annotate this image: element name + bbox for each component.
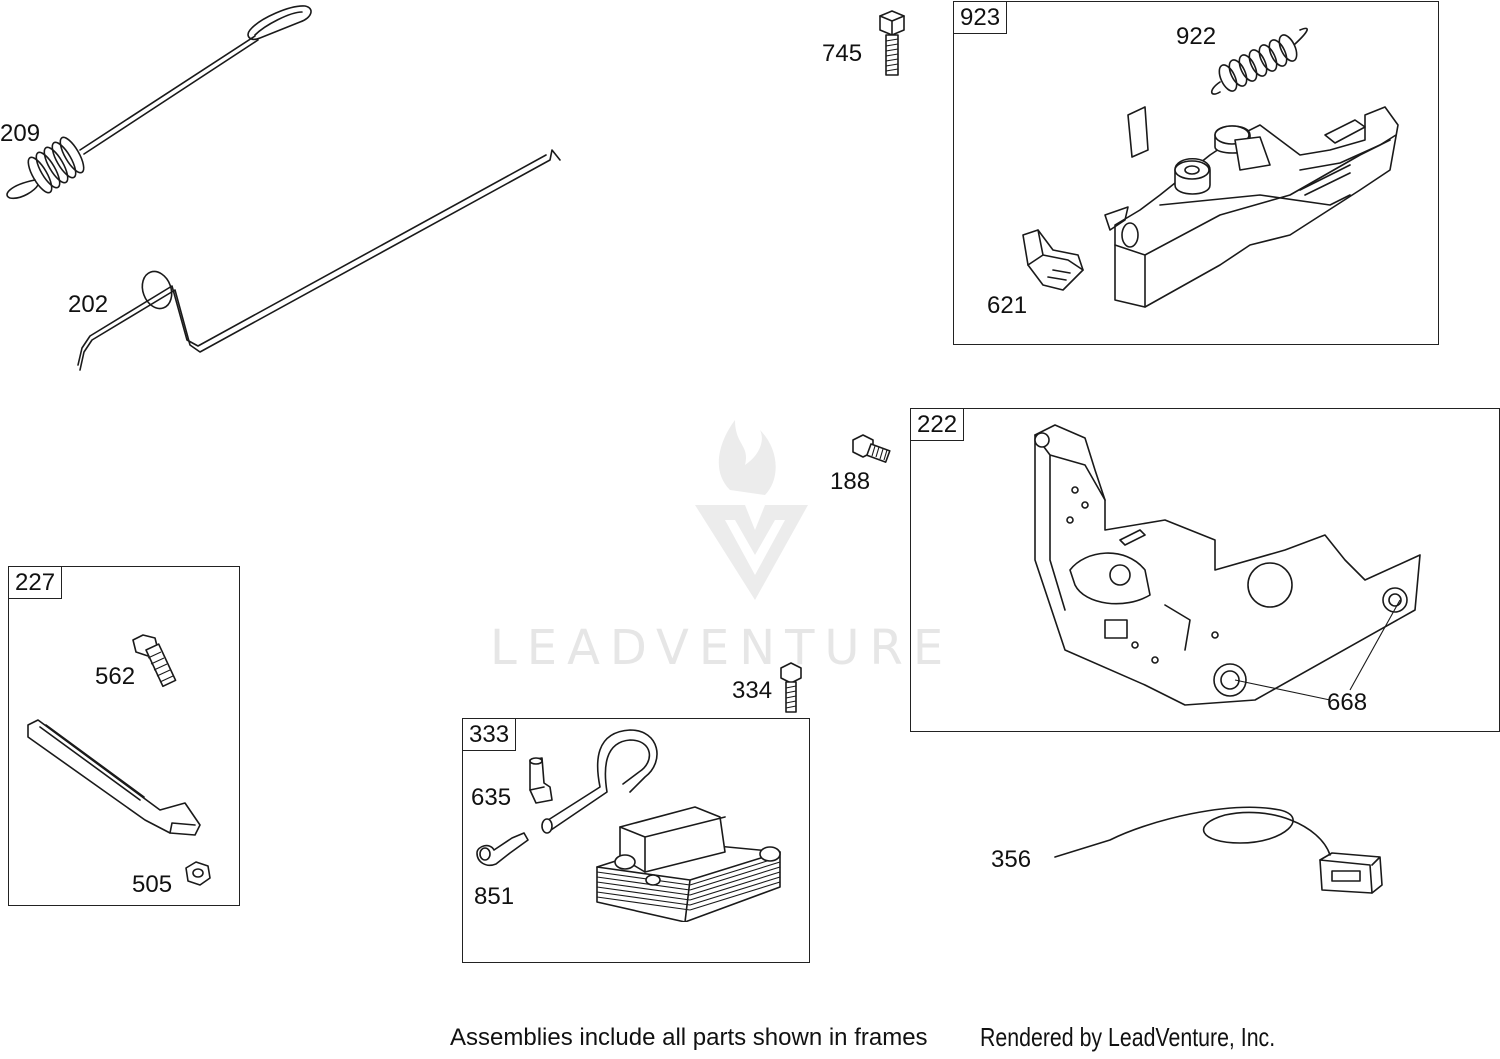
footer-credit: Rendered by LeadVenture, Inc. (980, 1022, 1276, 1052)
label-505: 505 (132, 871, 173, 898)
leader-668 (1234, 599, 1401, 701)
part-202-governor-rod[interactable] (60, 140, 580, 380)
watermark-logo-icon (695, 420, 808, 600)
label-356: 356 (991, 846, 1032, 873)
footer-note: Assemblies include all parts shown in fr… (450, 1024, 928, 1051)
part-222-governor-bracket[interactable] (1025, 420, 1425, 710)
part-922-spring[interactable] (1200, 20, 1320, 100)
part-333-ignition-coil[interactable] (535, 722, 805, 922)
frame-227-tag: 227 (8, 566, 63, 599)
part-334-bolt[interactable] (776, 660, 812, 715)
part-745-bolt[interactable] (872, 8, 912, 80)
label-745: 745 (822, 40, 863, 67)
part-851-terminal[interactable] (472, 828, 532, 873)
frame-923-tag: 923 (953, 1, 1008, 34)
part-227-lever[interactable] (20, 715, 210, 840)
label-209: 209 (0, 120, 41, 147)
label-635: 635 (471, 784, 512, 811)
label-851: 851 (474, 883, 515, 910)
frame-222-tag: 222 (910, 408, 965, 441)
label-188: 188 (830, 468, 871, 495)
label-202: 202 (68, 291, 109, 318)
part-188-bolt[interactable] (848, 432, 898, 472)
frame-923: 923 (953, 1, 1439, 345)
part-562-bolt[interactable] (128, 632, 178, 694)
label-562: 562 (95, 663, 136, 690)
part-923-control-bracket[interactable] (1100, 95, 1410, 315)
part-635-boot[interactable] (522, 755, 556, 805)
part-356-wire[interactable] (1050, 795, 1400, 900)
label-668: 668 (1327, 689, 1368, 716)
part-505-nut[interactable] (182, 858, 214, 890)
part-209-spring-rod[interactable] (0, 0, 330, 210)
frame-227: 227 (8, 566, 240, 906)
label-922: 922 (1176, 23, 1217, 50)
frame-333-tag: 333 (462, 718, 517, 751)
label-621: 621 (987, 292, 1028, 319)
label-334: 334 (732, 677, 773, 704)
watermark-text: LEADVENTURE (490, 620, 954, 676)
frame-333: 333 (462, 718, 810, 963)
part-621-clip[interactable] (1008, 225, 1088, 300)
